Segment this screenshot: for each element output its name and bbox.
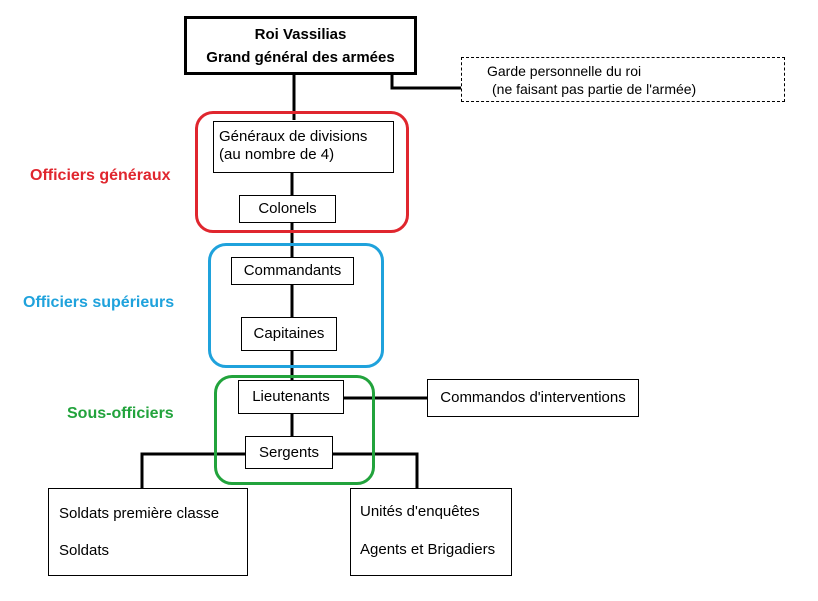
- label-officiers-generaux: Officiers généraux: [30, 167, 171, 184]
- roi-title: Grand général des armées: [206, 48, 395, 66]
- node-colonels: Colonels: [239, 195, 336, 223]
- node-capitaines: Capitaines: [241, 317, 337, 351]
- soldats-premiere-classe: Soldats première classe: [59, 505, 220, 522]
- connector-sergents-unites: [332, 452, 419, 489]
- garde-line2: (ne faisant pas partie de l'armée): [492, 81, 697, 97]
- node-commandos: Commandos d'interventions: [427, 379, 639, 417]
- roi-name: Roi Vassilias: [254, 25, 347, 43]
- node-lieutenants: Lieutenants: [238, 380, 344, 414]
- node-garde: Garde personnelle du roi (ne faisant pas…: [461, 57, 785, 102]
- agents-brigadiers: Agents et Brigadiers: [360, 541, 496, 558]
- connector-sergents-soldats: [140, 452, 246, 489]
- soldats-label: Soldats: [59, 542, 110, 559]
- label-sous-officiers: Sous-officiers: [67, 405, 174, 422]
- node-generaux-divisions: Généraux de divisions (au nombre de 4): [213, 121, 394, 173]
- connector-roi-garde: [390, 74, 462, 90]
- unites-enquetes: Unités d'enquêtes: [360, 503, 480, 520]
- node-roi: Roi Vassilias Grand général des armées: [184, 16, 417, 75]
- group-officiers-generaux: [195, 111, 409, 233]
- group-officiers-superieurs: [208, 243, 384, 368]
- label-officiers-superieurs: Officiers supérieurs: [23, 294, 175, 311]
- garde-line1: Garde personnelle du roi: [487, 63, 642, 79]
- generaux-line1: Généraux de divisions: [219, 128, 368, 145]
- group-sous-officiers: [214, 375, 375, 485]
- node-sergents: Sergents: [245, 436, 333, 469]
- node-unites: Unités d'enquêtes Agents et Brigadiers: [350, 488, 512, 576]
- node-soldats: Soldats première classe Soldats: [48, 488, 248, 576]
- node-commandants: Commandants: [231, 257, 354, 285]
- generaux-line2: (au nombre de 4): [219, 146, 335, 163]
